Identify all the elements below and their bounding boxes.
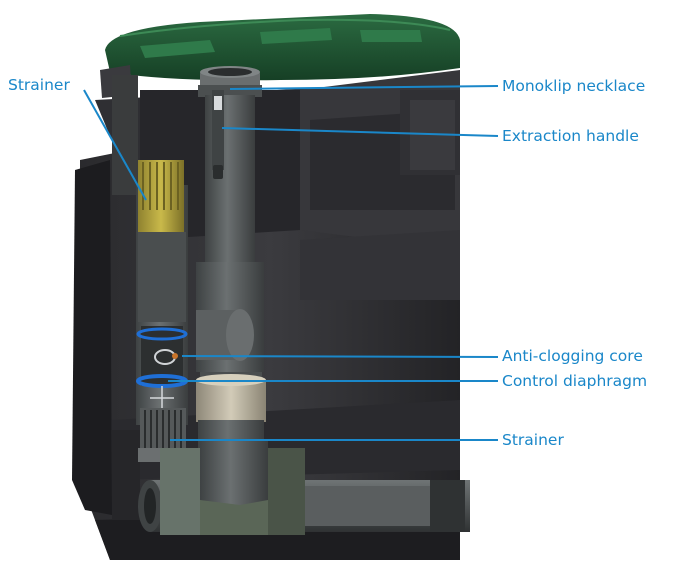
tank-lid <box>100 14 460 98</box>
diaphragm-assembly <box>136 327 188 410</box>
main-pipe <box>196 66 266 450</box>
extraction-handle-part <box>212 90 224 179</box>
horizontal-pipe <box>138 440 470 535</box>
leader-anti-clogging-core <box>181 355 499 358</box>
yellow-strainer <box>138 160 184 232</box>
leader-strainer-top <box>83 89 147 201</box>
leader-extraction-handle <box>221 127 499 137</box>
callout-strainer-bottom: Strainer <box>502 431 564 449</box>
callout-control-diaphragm: Control diaphragm <box>502 372 648 390</box>
leader-monoklip-necklace <box>229 85 499 90</box>
callout-strainer-top: Strainer <box>8 76 70 94</box>
callout-extraction-handle: Extraction handle <box>502 127 639 145</box>
callout-anti-clogging-core: Anti-clogging core <box>502 347 643 365</box>
callout-monoklip-necklace: Monoklip necklace <box>502 77 646 95</box>
